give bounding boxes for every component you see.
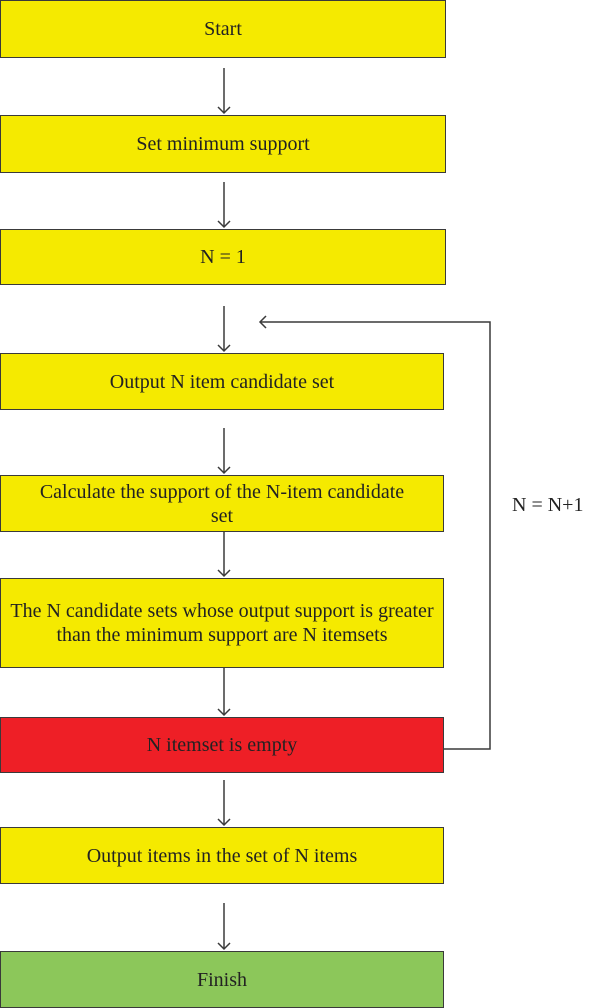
output-items-box: Output items in the set of N items <box>0 827 444 884</box>
n-equals-1-label: N = 1 <box>200 246 246 268</box>
finish-label: Finish <box>196 968 248 991</box>
calculate-support-label: Calculate the support of the N-item cand… <box>39 480 405 527</box>
set-min-support-label: Set minimum support <box>136 133 310 155</box>
n-equals-1-box: N = 1 <box>0 229 446 285</box>
start-label: Start <box>204 18 242 40</box>
output-candidate-set-label: Output N item candidate set <box>109 370 335 393</box>
itemset-empty-label: N itemset is empty <box>146 734 298 756</box>
output-items-label: Output items in the set of N items <box>86 844 358 867</box>
output-candidate-set-box: Output N item candidate set <box>0 353 444 410</box>
loop-back-connector <box>258 315 491 750</box>
start-box: Start <box>0 0 446 58</box>
loop-label: N = N+1 <box>512 494 584 516</box>
finish-box: Finish <box>0 951 444 1008</box>
set-min-support-box: Set minimum support <box>0 115 446 173</box>
filter-itemsets-box: The N candidate sets whose output suppor… <box>0 578 444 668</box>
itemset-empty-box: N itemset is empty <box>0 717 444 773</box>
filter-itemsets-label: The N candidate sets whose output suppor… <box>10 600 434 646</box>
calculate-support-box: Calculate the support of the N-item cand… <box>0 475 444 532</box>
